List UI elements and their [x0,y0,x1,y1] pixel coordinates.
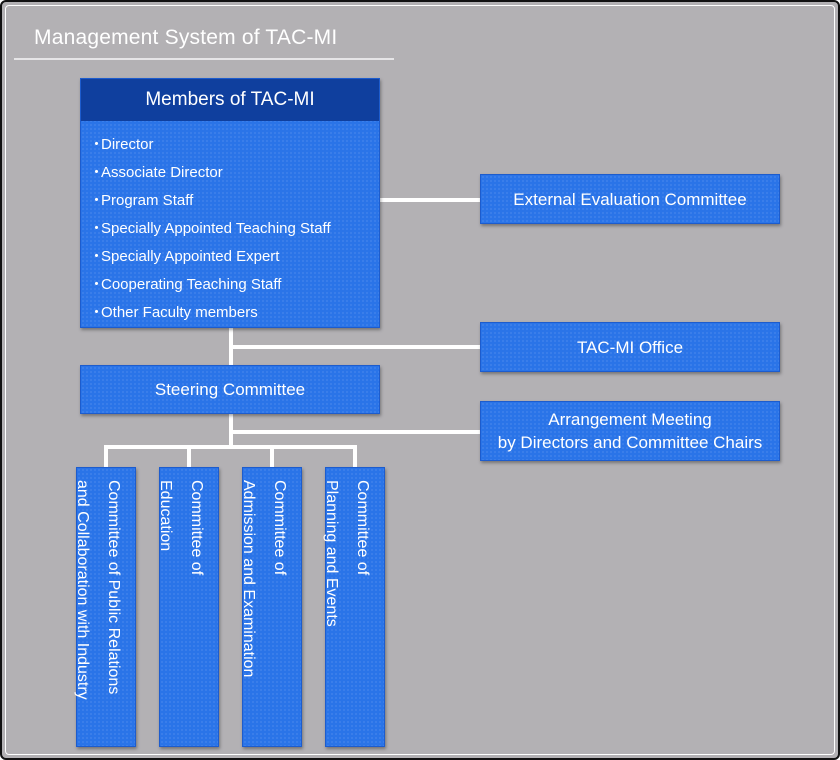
connector-committee-4 [353,445,357,467]
committee-planning-box: Committee of Planning and Events [323,467,385,747]
arrangement-line-2: by Directors and Committee Chairs [497,433,763,452]
committee-4-line-2: Planning and Events [323,480,340,627]
committee-3-line-2: Admission and Examination [240,480,257,678]
committee-1-line-2: and Collaboration with Industry [74,480,91,700]
office-box: TAC-MI Office [480,322,780,372]
external-evaluation-label: External Evaluation Committee [513,189,747,209]
connector-committee-bus [104,445,357,449]
committee-1-line-1: Committee of Public Relations [105,480,122,695]
arrangement-meeting-box: Arrangement Meeting by Directors and Com… [480,401,780,461]
committee-2-line-1: Committee of [188,480,205,576]
members-box: Members of TAC-MI Director Associate Dir… [80,78,380,328]
members-list: Director Associate Director Program Staf… [101,131,331,327]
member-item: Director [101,131,331,159]
member-item: Specially Appointed Expert [101,243,331,271]
connector-committee-3 [270,445,274,467]
member-item: Cooperating Teaching Staff [101,271,331,299]
committee-admission-label: Committee of Admission and Examination [233,480,295,677]
member-item: Program Staff [101,187,331,215]
member-item: Specially Appointed Teaching Staff [101,215,331,243]
committee-education-box: Committee of Education [157,467,219,747]
committee-education-label: Committee of Education [150,480,212,575]
connector-members-external [380,198,480,202]
external-evaluation-box: External Evaluation Committee [480,174,780,224]
steering-committee-box: Steering Committee [80,365,380,414]
committee-public-relations-label: Committee of Public Relations and Collab… [67,480,129,700]
steering-committee-label: Steering Committee [154,380,306,399]
committee-planning-label: Committee of Planning and Events [316,480,378,627]
members-header: Members of TAC-MI [81,79,379,121]
committee-4-line-1: Committee of [354,480,371,576]
committee-admission-box: Committee of Admission and Examination [240,467,302,747]
diagram-title: Management System of TAC-MI [34,26,338,49]
committee-public-relations-box: Committee of Public Relations and Collab… [74,467,136,747]
frame-inner-border [5,5,835,755]
connector-arrangement [231,430,480,434]
committee-2-line-2: Education [157,480,174,552]
arrangement-line-1: Arrangement Meeting [548,410,712,429]
connector-office [231,345,480,349]
connector-committee-1 [104,445,108,467]
connector-committee-2 [187,445,191,467]
committee-3-line-1: Committee of [271,480,288,576]
member-item: Associate Director [101,159,331,187]
office-label: TAC-MI Office [576,337,684,357]
arrangement-meeting-label: Arrangement Meeting by Directors and Com… [481,402,779,460]
member-item: Other Faculty members [101,299,331,327]
title-underline [14,58,394,60]
